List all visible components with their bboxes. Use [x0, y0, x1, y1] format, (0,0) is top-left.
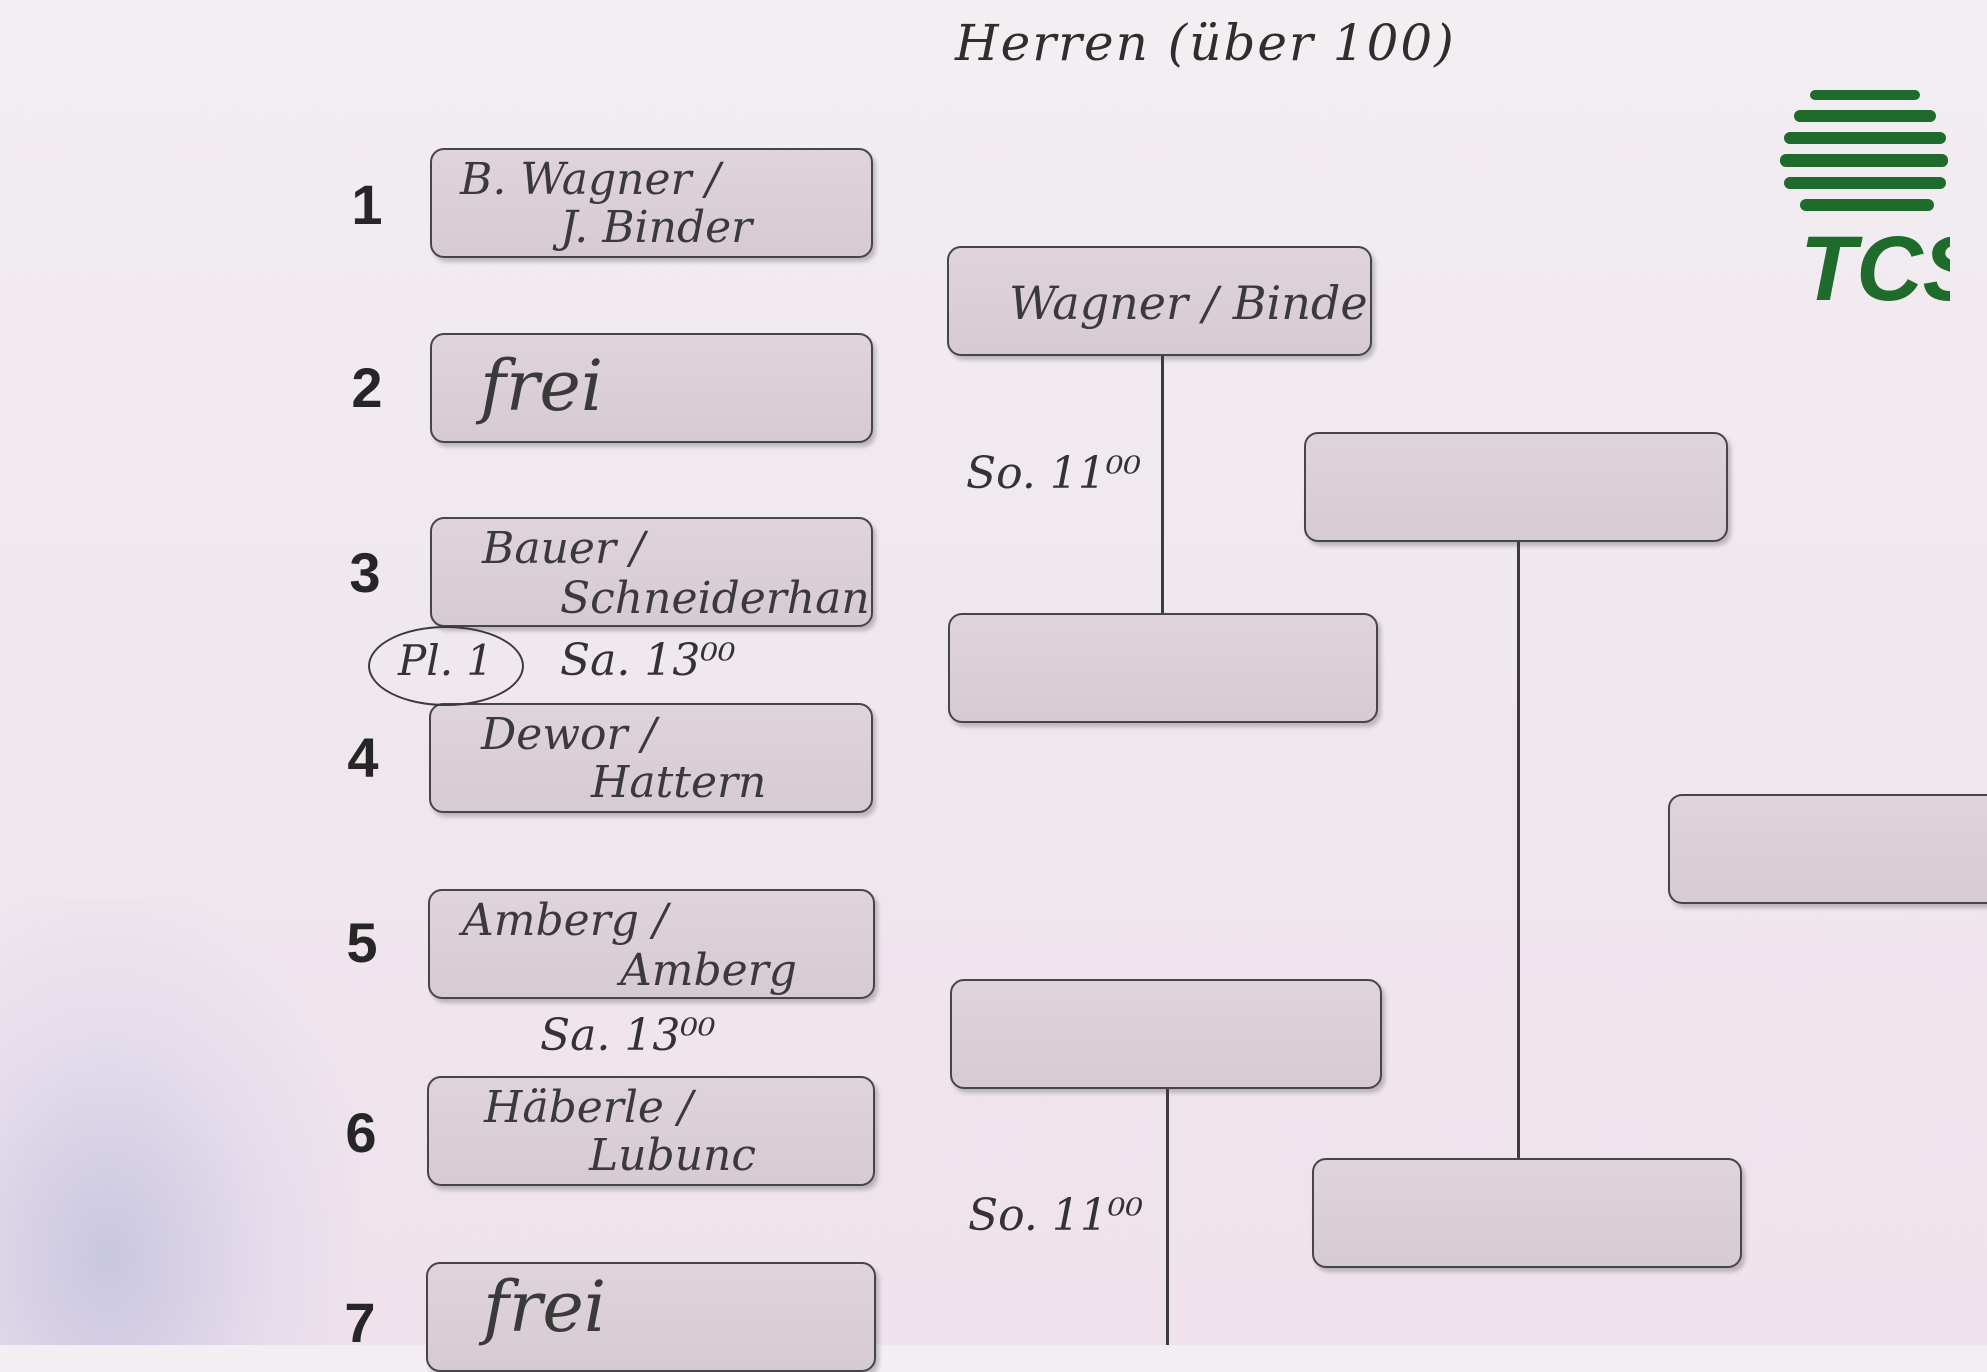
- seed-number: 4: [347, 726, 379, 789]
- logo-text: TCS: [1800, 218, 1950, 310]
- round2-slot-1[interactable]: Wagner / Binder: [947, 246, 1372, 356]
- player-line-1: frei: [483, 1266, 607, 1348]
- player-line-2: Lubunc: [589, 1130, 757, 1181]
- match-time: Sa. 13⁰⁰: [560, 635, 736, 686]
- round2-slot-3[interactable]: [950, 979, 1382, 1089]
- seed-number: 5: [346, 911, 378, 974]
- round1-slot-4[interactable]: Dewor / Hattern: [429, 703, 873, 813]
- round3-slot-2[interactable]: [1312, 1158, 1742, 1268]
- player-line-1: Amberg /: [462, 895, 668, 946]
- player-line-2: Hattern: [591, 757, 767, 808]
- connector-line: [1517, 542, 1520, 1158]
- seed-number: 2: [351, 356, 383, 419]
- seed-number: 7: [344, 1291, 376, 1354]
- connector-line: [1161, 356, 1164, 613]
- round4-slot-1[interactable]: [1668, 794, 1987, 904]
- tcs-logo: TCS: [1780, 90, 1950, 310]
- round1-slot-6[interactable]: Häberle / Lubunc: [427, 1076, 875, 1186]
- bracket-title: Herren (über 100): [955, 14, 1456, 72]
- player-line-1: B. Wagner /: [460, 154, 721, 205]
- player-line-2: Amberg: [620, 945, 797, 996]
- round1-slot-5[interactable]: Amberg / Amberg: [428, 889, 875, 999]
- seed-number: 1: [351, 173, 383, 236]
- player-line-2: J. Binder: [560, 202, 753, 253]
- player-line-1: Dewor /: [481, 709, 657, 760]
- round1-slot-2[interactable]: frei: [430, 333, 873, 443]
- round1-slot-7[interactable]: frei: [426, 1262, 876, 1372]
- player-line-2: Schneiderhan: [560, 573, 870, 624]
- player-line-1: frei: [480, 345, 604, 427]
- round1-slot-1[interactable]: B. Wagner / J. Binder: [430, 148, 873, 258]
- match-time: So. 11⁰⁰: [966, 448, 1142, 499]
- seed-number: 6: [345, 1101, 377, 1164]
- player-line-1: Bauer /: [482, 523, 645, 574]
- photo-shadow: [0, 900, 360, 1345]
- court-label: Pl. 1: [398, 636, 494, 685]
- player-line-1: Häberle /: [484, 1082, 693, 1133]
- match-time: So. 11⁰⁰: [968, 1190, 1144, 1241]
- round2-slot-2[interactable]: [948, 613, 1378, 723]
- seed-number: 3: [349, 541, 381, 604]
- connector-line: [1166, 1089, 1169, 1345]
- round3-slot-1[interactable]: [1304, 432, 1728, 542]
- match-time: Sa. 13⁰⁰: [540, 1010, 716, 1061]
- winner-name: Wagner / Binder: [1009, 276, 1372, 330]
- court-circle: [368, 626, 524, 706]
- round1-slot-3[interactable]: Bauer / Schneiderhan: [430, 517, 873, 627]
